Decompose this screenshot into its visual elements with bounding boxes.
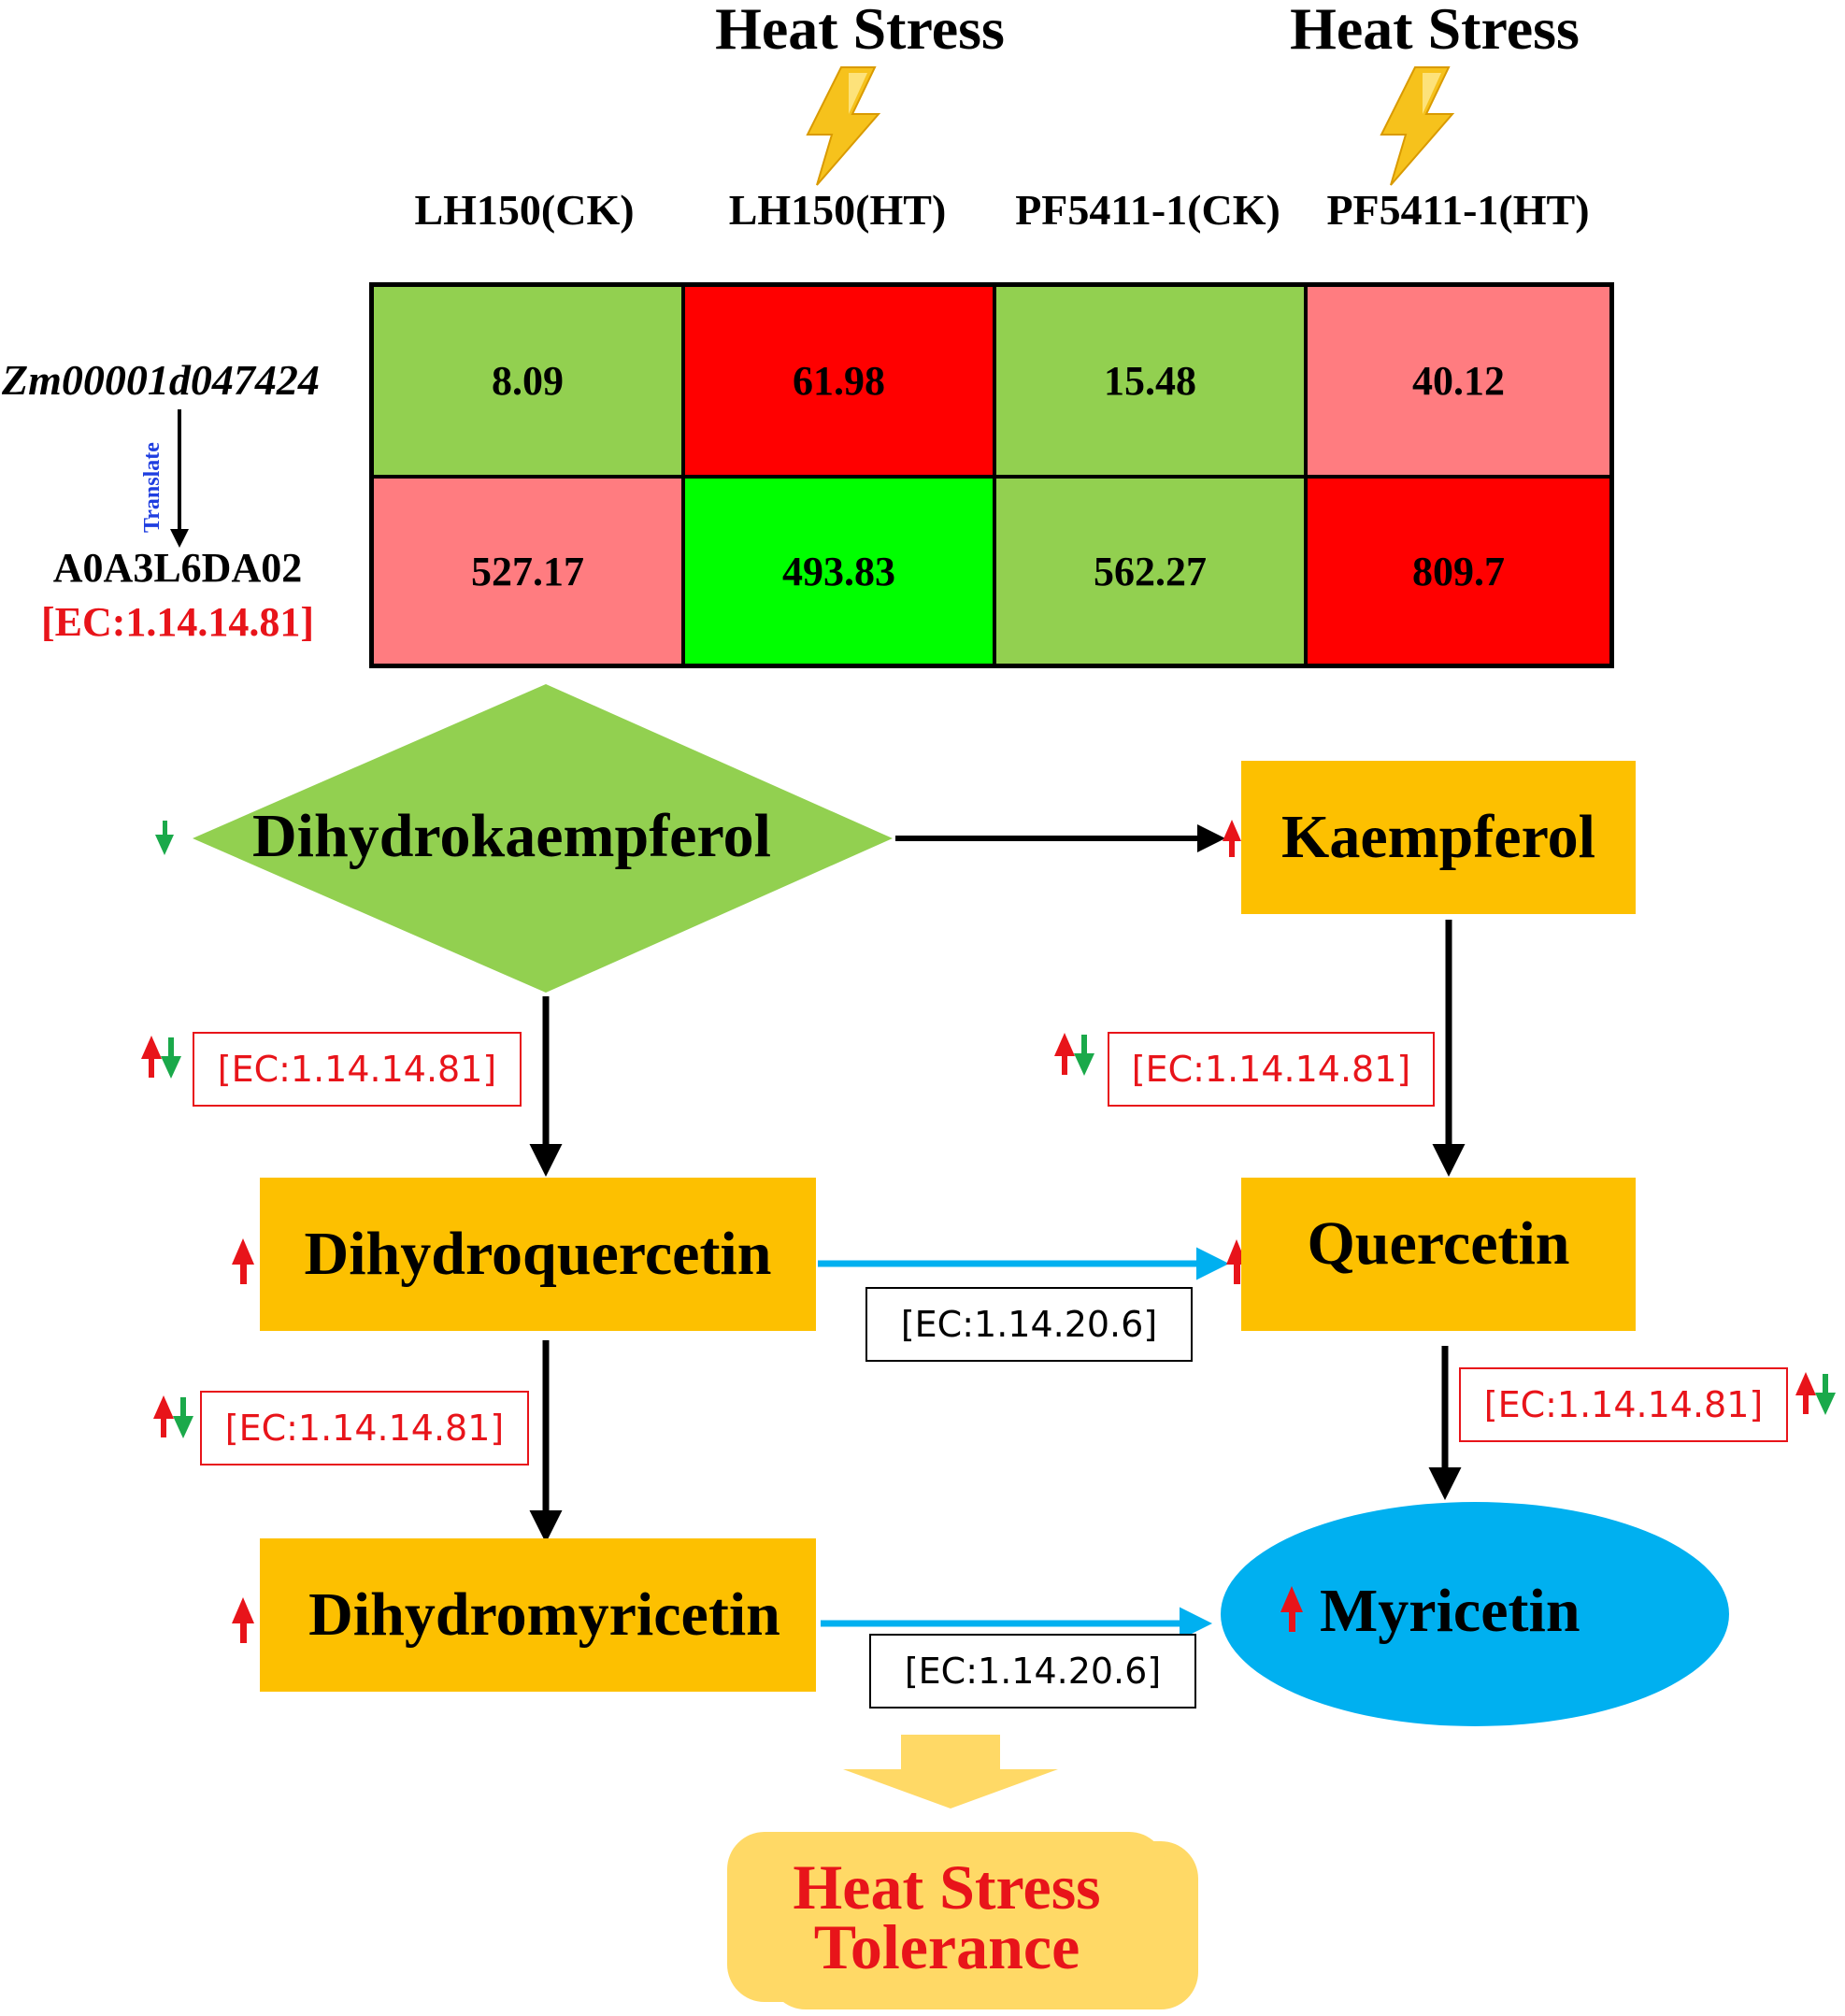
outcome-arrow (843, 1735, 1058, 1809)
up-arrow-icon (1223, 820, 1241, 857)
heatmap-cell: 527.17 (372, 477, 683, 665)
gene-id-label: Zm00001d047424 (2, 356, 320, 404)
heatmap-cell: 809.7 (1306, 477, 1611, 665)
down-arrow-icon (1815, 1374, 1836, 1415)
column-header-lh150-ht: LH150(HT) (728, 186, 947, 234)
protein-id-label: A0A3L6DA02 (52, 545, 303, 591)
dihydrokaempferol-diamond (193, 684, 893, 993)
heatmap-cell: 15.48 (994, 285, 1306, 477)
heatmap-cell: 40.12 (1306, 285, 1611, 477)
myricetin-ellipse (1221, 1502, 1729, 1726)
heatmap-cell: 493.83 (683, 477, 994, 665)
up-arrow-icon (1054, 1033, 1075, 1075)
stress-label-lh150: Heat Stress (715, 0, 1005, 62)
down-arrow-icon (173, 1397, 193, 1438)
outcome-line2: Tolerance (813, 1911, 1080, 1982)
lightning-bolt-icon (1380, 66, 1455, 186)
node-dihydromyricetin: Dihydromyricetin (308, 1580, 780, 1649)
heatmap-cell: 61.98 (683, 285, 994, 477)
node-dihydroquercetin-box: Dihydroquercetin (260, 1178, 816, 1331)
node-dihydrokaempferol: Dihydrokaempferol (252, 802, 771, 870)
down-arrow-icon (161, 1037, 181, 1079)
stress-label-pf5411: Heat Stress (1290, 0, 1580, 62)
node-dihydroquercetin: Dihydroquercetin (304, 1220, 772, 1288)
up-arrow-icon (1280, 1586, 1303, 1632)
outcome-line1: Heat Stress (793, 1852, 1101, 1923)
expression-heatmap: 8.09 61.98 15.48 40.12 527.17 493.83 562… (369, 282, 1614, 668)
column-header-lh150-ck: LH150(CK) (414, 186, 635, 234)
ec-label-f3h-2: [EC:1.14.14.81] (1108, 1032, 1435, 1107)
lightning-bolt-icon (806, 66, 881, 186)
heatmap-cell: 8.09 (372, 285, 683, 477)
up-arrow-icon (232, 1597, 254, 1643)
column-header-pf5411-ht: PF5411-1(HT) (1326, 186, 1590, 234)
outcome-box: Heat Stress Tolerance (727, 1832, 1166, 2002)
node-dihydromyricetin-box: Dihydromyricetin (260, 1538, 816, 1692)
node-quercetin: Quercetin (1307, 1209, 1570, 1278)
node-kaempferol-box: Kaempferol (1241, 761, 1636, 914)
node-myricetin: Myricetin (1320, 1577, 1580, 1645)
down-arrow-icon (155, 821, 174, 855)
down-arrow-icon (1074, 1035, 1094, 1076)
column-header-pf5411-ck: PF5411-1(CK) (1015, 186, 1280, 234)
up-arrow-icon (1795, 1372, 1816, 1414)
up-arrow-icon (141, 1036, 162, 1078)
up-arrow-icon (153, 1395, 174, 1437)
node-quercetin-box: Quercetin (1241, 1178, 1636, 1331)
up-arrow-icon (232, 1238, 254, 1284)
ec-label-f3h-3: [EC:1.14.14.81] (200, 1391, 529, 1466)
ec-label-f3h-4: [EC:1.14.14.81] (1459, 1367, 1788, 1442)
ec-label-f3h-1: [EC:1.14.14.81] (193, 1032, 522, 1107)
ec-label-fls-1: [EC:1.14.20.6] (865, 1287, 1193, 1362)
ec-label-fls-2: [EC:1.14.20.6] (869, 1634, 1196, 1709)
heatmap-cell: 562.27 (994, 477, 1306, 665)
protein-ec-label: [EC:1.14.14.81] (40, 599, 315, 645)
node-kaempferol: Kaempferol (1280, 803, 1596, 871)
